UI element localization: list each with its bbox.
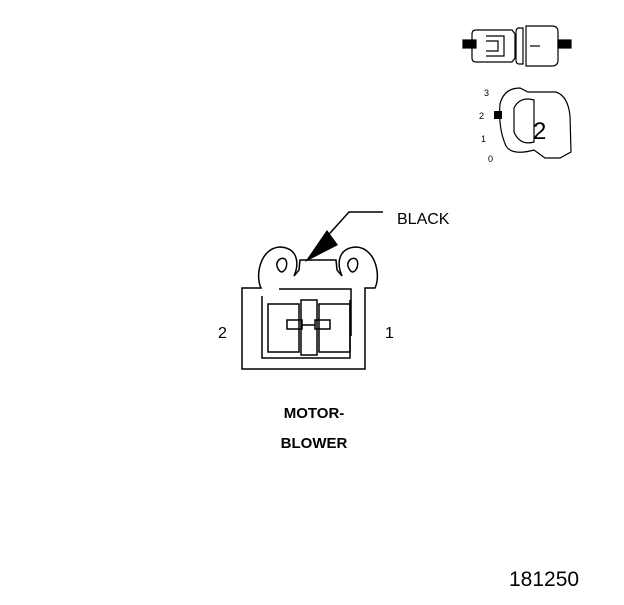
locator-scale-3: 3 xyxy=(484,88,489,98)
lock-ear-right xyxy=(347,257,359,273)
lock-ear-left xyxy=(276,257,288,273)
component-name-line1: MOTOR- xyxy=(284,405,345,422)
socket-half xyxy=(525,25,559,67)
connector-side-view xyxy=(462,25,572,67)
locator-scale-2: 2 xyxy=(479,111,484,121)
callout-leader xyxy=(305,211,383,262)
terminal-cavity-left xyxy=(267,303,300,353)
locator-scale-1: 1 xyxy=(481,134,486,144)
position-marker-icon xyxy=(494,111,502,119)
plug-half xyxy=(471,29,516,63)
locator-cavity xyxy=(513,98,535,144)
seal-ring xyxy=(515,27,524,65)
locator-position-number: 2 xyxy=(533,118,546,145)
center-rib xyxy=(300,299,318,356)
locator-icon xyxy=(494,87,572,159)
callout-color-label: BLACK xyxy=(397,211,450,228)
callout-arrow-icon xyxy=(305,230,338,262)
locator-body xyxy=(499,87,572,159)
figure-number: 181250 xyxy=(509,568,579,591)
component-name-line2: BLOWER xyxy=(281,435,348,452)
pin-number-right: 1 xyxy=(385,325,394,342)
connector-housing xyxy=(241,246,379,370)
terminal-cavity-right xyxy=(318,303,351,353)
plug-latch xyxy=(486,35,505,57)
connector-face xyxy=(241,246,379,370)
pin-number-left: 2 xyxy=(218,325,227,342)
locator-scale-0: 0 xyxy=(488,154,493,164)
wire-stub-right xyxy=(557,39,572,49)
wire-stub-left xyxy=(462,39,477,49)
